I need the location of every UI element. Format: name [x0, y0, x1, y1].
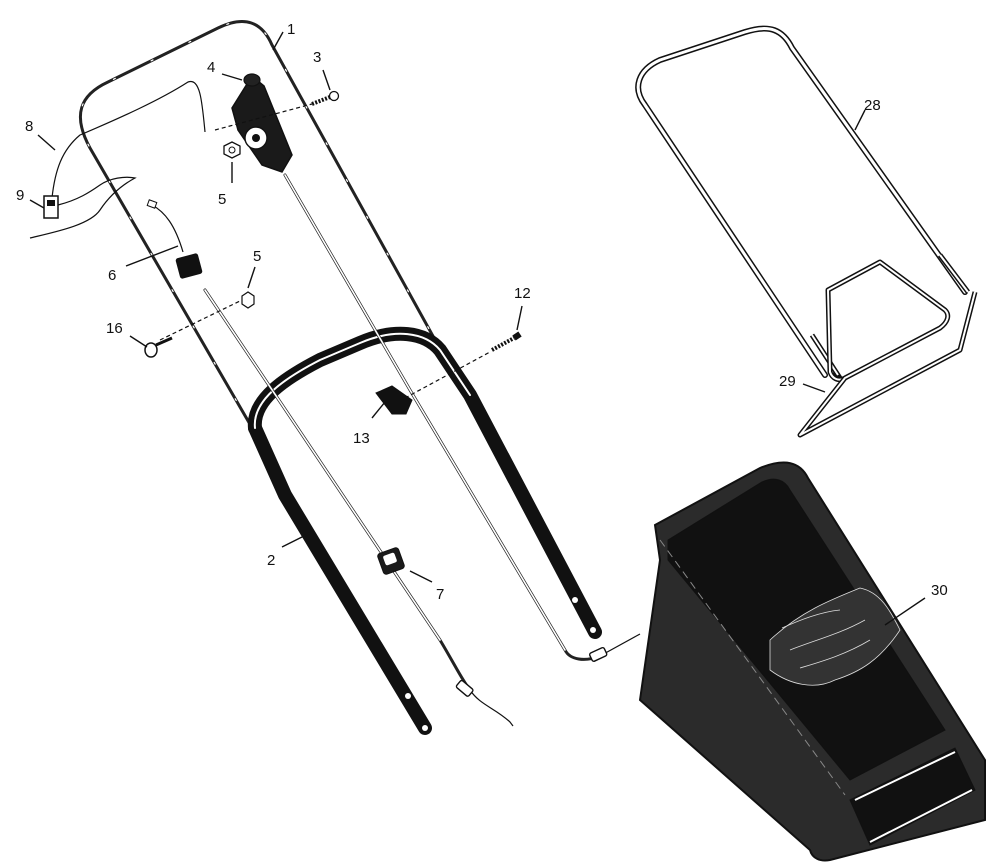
bolt-12 — [404, 331, 522, 399]
label-part-30: 30 — [931, 582, 948, 599]
label-part-5-top: 5 — [218, 191, 226, 208]
cable-tie — [377, 547, 405, 575]
label-part-16: 16 — [106, 320, 123, 337]
handle-knob — [375, 385, 413, 415]
label-part-8: 8 — [25, 118, 33, 135]
bolt-3 — [214, 90, 340, 131]
lower-handle — [247, 326, 602, 735]
control-cable — [203, 173, 641, 727]
label-part-9: 9 — [16, 187, 24, 204]
label-part-5-middle: 5 — [253, 248, 261, 265]
part-labels: 1 3 4 5 8 9 6 5 16 12 13 2 7 28 29 30 — [16, 21, 948, 603]
stop-cable — [51, 81, 206, 199]
engine-stop-switch — [29, 176, 137, 239]
handle-pin — [144, 336, 173, 358]
grass-bag — [638, 461, 986, 862]
bag-bottom-frame — [797, 259, 978, 438]
label-part-6: 6 — [108, 267, 116, 284]
label-part-4: 4 — [207, 59, 215, 76]
label-part-7: 7 — [436, 586, 444, 603]
nut-5-top — [223, 141, 241, 159]
label-part-2: 2 — [267, 552, 275, 569]
upper-handle — [78, 20, 597, 730]
nut-5-middle — [159, 291, 255, 341]
label-part-3: 3 — [313, 49, 321, 66]
bag-frame — [635, 25, 970, 378]
label-part-13: 13 — [353, 430, 370, 447]
leader-lines — [29, 31, 926, 626]
cable-clip — [146, 199, 203, 279]
control-bracket — [231, 73, 293, 173]
label-part-12: 12 — [514, 285, 531, 302]
label-part-29: 29 — [779, 373, 796, 390]
label-part-1: 1 — [287, 21, 295, 38]
label-part-28: 28 — [864, 97, 881, 114]
